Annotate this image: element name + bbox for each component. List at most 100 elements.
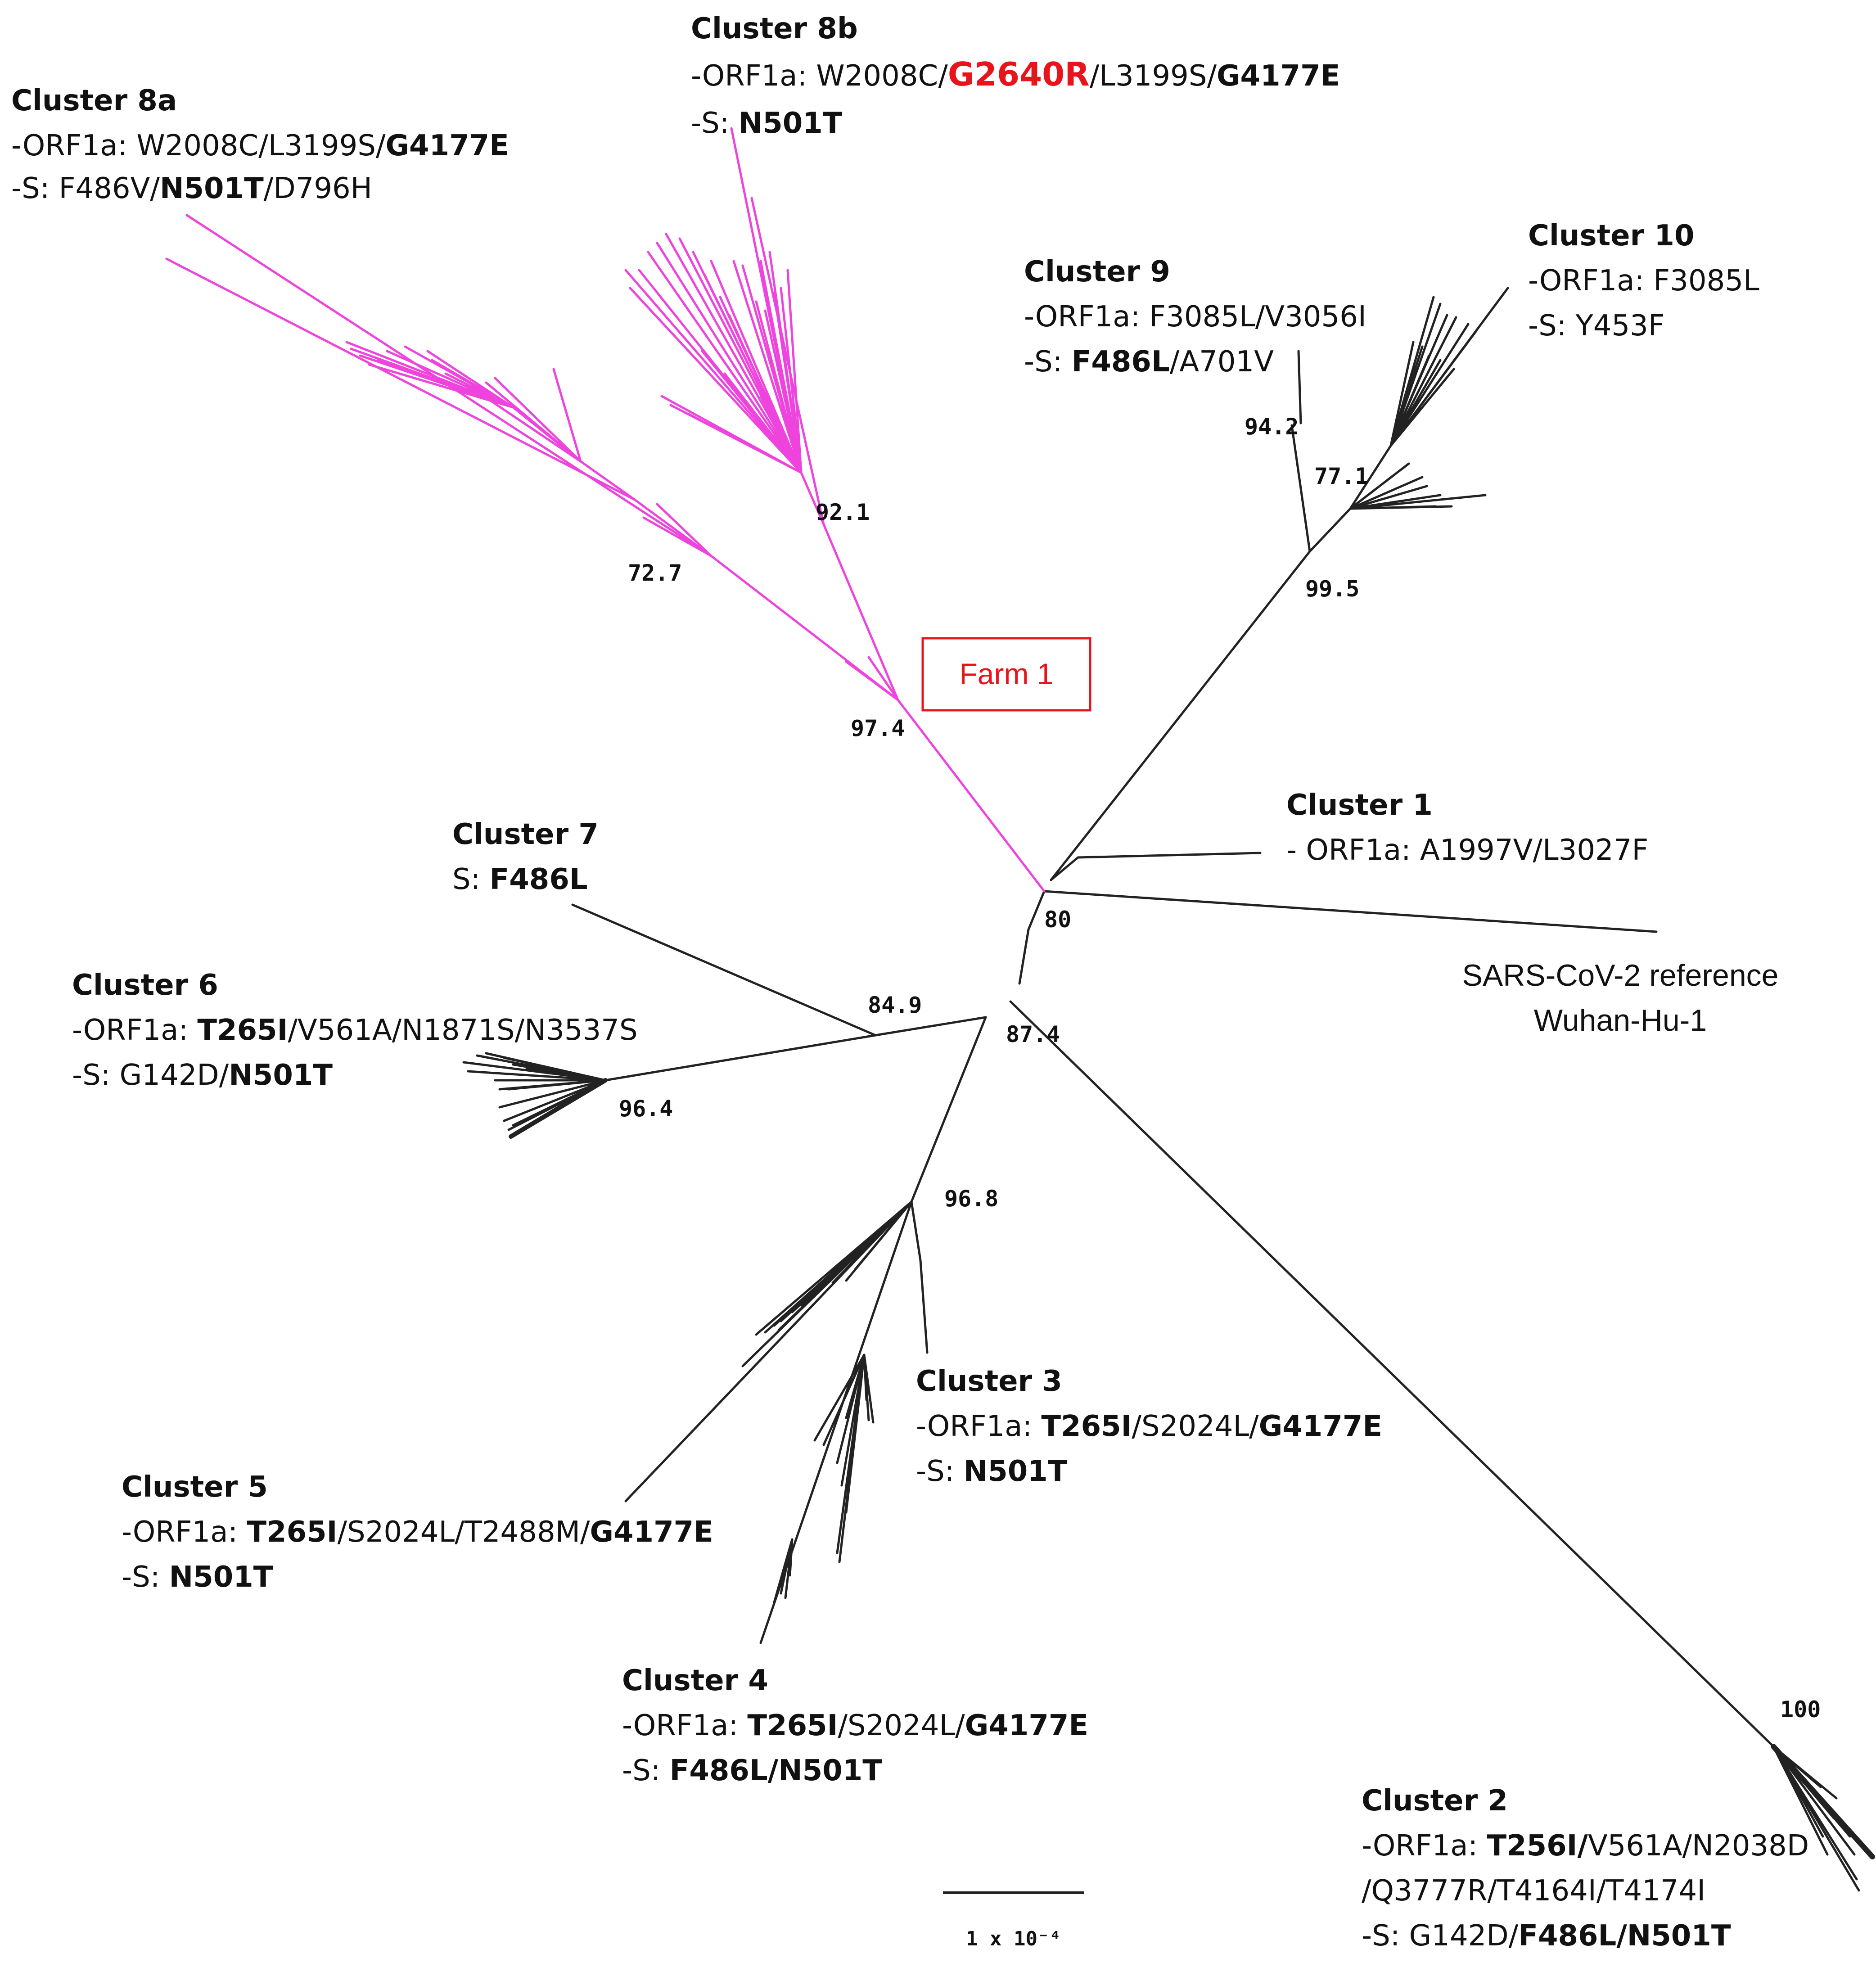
- scale-label: 1 x 10⁻⁴: [966, 1927, 1061, 1950]
- svg-text:-ORF1a: T265I/V561A/N1871S/N35: -ORF1a: T265I/V561A/N1871S/N3537S: [72, 1014, 638, 1047]
- cluster10-fan: [1349, 296, 1487, 510]
- cluster-6-label: Cluster 6 -ORF1a: T265I/V561A/N1871S/N35…: [72, 969, 638, 1092]
- cluster-title: Cluster 1: [1286, 789, 1433, 822]
- cluster-1-label: Cluster 1 - ORF1a: A1997V/L3027F: [1286, 789, 1648, 867]
- farm1-label: Farm 1: [959, 657, 1053, 690]
- bootstrap-value: 87.4: [1006, 1021, 1060, 1047]
- branch-849-cluster6: [604, 1034, 877, 1082]
- svg-text:Wuhan-Hu-1: Wuhan-Hu-1: [1534, 1003, 1707, 1038]
- cluster-title: Cluster 5: [122, 1471, 268, 1504]
- cluster4-fan: [813, 1353, 875, 1563]
- svg-text:Cluster 3: Cluster 3: [916, 1365, 1062, 1398]
- svg-text:Cluster 9: Cluster 9: [1024, 255, 1170, 289]
- cluster-2-label: Cluster 2 -ORF1a: T256I/V561A/N2038D /Q3…: [1362, 1784, 1809, 1953]
- svg-text:Cluster 10: Cluster 10: [1528, 219, 1694, 253]
- svg-text:Cluster 4: Cluster 4: [622, 1664, 768, 1697]
- cluster-3-label: Cluster 3 -ORF1a: T265I/S2024L/G4177E -S…: [916, 1365, 1382, 1488]
- branch-root-reference: [1043, 890, 1658, 933]
- svg-text:Cluster 2: Cluster 2: [1362, 1784, 1508, 1818]
- black-branches: [462, 287, 1875, 1892]
- branch-849-cluster7: [571, 903, 877, 1037]
- svg-text:Cluster 1: Cluster 1: [1286, 789, 1433, 822]
- branch-995-771: [1308, 507, 1352, 553]
- svg-text:-ORF1a: W2008C/G2640R/L3199S/G: -ORF1a: W2008C/G2640R/L3199S/G4177E: [691, 55, 1340, 93]
- svg-text:Cluster 8b: Cluster 8b: [691, 12, 858, 45]
- scale-bar: 1 x 10⁻⁴: [943, 1891, 1084, 1950]
- cluster8b-long: [730, 127, 825, 526]
- svg-text:SARS-CoV-2 reference: SARS-CoV-2 reference: [1462, 958, 1779, 993]
- cluster4-lower-fan: [773, 1538, 794, 1604]
- cluster8a-fan: [345, 341, 899, 701]
- bootstrap-value: 77.1: [1314, 463, 1368, 489]
- cluster-title: Cluster 8b: [691, 12, 858, 45]
- svg-text:Cluster 8a: Cluster 8a: [11, 84, 177, 117]
- svg-text:S: F486L: S: F486L: [452, 863, 588, 896]
- bootstrap-value: 96.8: [944, 1186, 998, 1212]
- branch-root-cluster1: [1050, 852, 1262, 881]
- cluster-7-label: Cluster 7 S: F486L: [452, 818, 599, 896]
- svg-text:/Q3777R/T4164I/T4174I: /Q3777R/T4164I/T4174I: [1362, 1874, 1705, 1908]
- cluster8b-fan: [624, 233, 803, 474]
- svg-text:- ORF1a: A1997V/L3027F: - ORF1a: A1997V/L3027F: [1286, 834, 1648, 867]
- svg-text:-S: N501T: -S: N501T: [122, 1561, 273, 1594]
- svg-text:-S: Y453F: -S: Y453F: [1528, 309, 1665, 343]
- cluster-8b-label: Cluster 8b -ORF1a: W2008C/G2640R/L3199S/…: [691, 12, 1340, 140]
- bootstrap-values: 92.1 72.7 97.4 94.2 77.1 99.5 80 84.9 87…: [619, 414, 1821, 1723]
- farm1-branches: [165, 127, 1046, 893]
- svg-text:-ORF1a: T256I/V561A/N2038D: -ORF1a: T256I/V561A/N2038D: [1362, 1829, 1809, 1863]
- svg-text:-ORF1a: T265I/S2024L/G4177E: -ORF1a: T265I/S2024L/G4177E: [622, 1709, 1088, 1742]
- branch-root-995: [1050, 550, 1311, 881]
- cluster-title: Cluster 8a: [11, 84, 177, 117]
- cluster2-fan: [1772, 1745, 1860, 1892]
- svg-text:Cluster 7: Cluster 7: [452, 818, 599, 851]
- cluster-title: Cluster 9: [1024, 255, 1170, 289]
- branch-942: [1297, 350, 1302, 424]
- svg-text:Cluster 5: Cluster 5: [122, 1471, 268, 1504]
- cluster-8a-label: Cluster 8a -ORF1a: W2008C/L3199S/G4177E …: [11, 84, 509, 205]
- svg-text:-ORF1a: T265I/S2024L/G4177E: -ORF1a: T265I/S2024L/G4177E: [916, 1410, 1382, 1443]
- bootstrap-value: 97.4: [851, 715, 905, 741]
- cluster2-thick: [1771, 1744, 1875, 1859]
- cluster6-fan: [462, 1052, 607, 1131]
- branch-root-80: [1018, 890, 1046, 985]
- svg-text:-S: G142D/N501T: -S: G142D/N501T: [72, 1059, 333, 1092]
- svg-text:-S: F486L/N501T: -S: F486L/N501T: [622, 1754, 882, 1787]
- svg-text:-S: F486L/A701V: -S: F486L/A701V: [1024, 345, 1274, 379]
- cluster-labels: Cluster 8a -ORF1a: W2008C/L3199S/G4177E …: [11, 12, 1809, 1953]
- cluster-title: Cluster 10: [1528, 219, 1694, 253]
- svg-text:-ORF1a: F3085L: -ORF1a: F3085L: [1528, 264, 1759, 298]
- cluster-10-label: Cluster 10 -ORF1a: F3085L -S: Y453F: [1528, 219, 1759, 343]
- bootstrap-value: 80: [1044, 907, 1071, 933]
- bootstrap-value: 99.5: [1305, 576, 1359, 602]
- cluster-title: Cluster 3: [916, 1365, 1062, 1398]
- cluster5-fan: [741, 1200, 913, 1367]
- farm1-box: Farm 1: [921, 637, 1091, 712]
- bootstrap-value: 100: [1780, 1696, 1821, 1723]
- cluster3-branch: [910, 1200, 929, 1354]
- bootstrap-value: 72.7: [628, 560, 682, 586]
- branch-995-cluster9: [1290, 424, 1311, 553]
- svg-text:-ORF1a: F3085L/V3056I: -ORF1a: F3085L/V3056I: [1024, 300, 1366, 334]
- cluster-title: Cluster 2: [1362, 1784, 1508, 1818]
- reference-label: SARS-CoV-2 reference Wuhan-Hu-1: [1462, 958, 1779, 1038]
- branch-87-cluster2: [1009, 1000, 1775, 1748]
- svg-text:-S: G142D/F486L/N501T: -S: G142D/F486L/N501T: [1362, 1919, 1731, 1953]
- svg-text:-S: F486V/N501T/D796H: -S: F486V/N501T/D796H: [11, 172, 372, 205]
- cluster-title: Cluster 4: [622, 1664, 768, 1697]
- cluster-5-label: Cluster 5 -ORF1a: T265I/S2024L/T2488M/G4…: [122, 1471, 713, 1594]
- branch-87-849: [874, 1016, 987, 1037]
- svg-text:Cluster 6: Cluster 6: [72, 969, 218, 1002]
- svg-text:-S: N501T: -S: N501T: [916, 1455, 1068, 1488]
- cluster6-thick: [509, 1078, 608, 1139]
- bootstrap-value: 84.9: [868, 992, 922, 1018]
- svg-text:-ORF1a: T265I/S2024L/T2488M/G4: -ORF1a: T265I/S2024L/T2488M/G4177E: [122, 1516, 713, 1549]
- cluster-4-label: Cluster 4 -ORF1a: T265I/S2024L/G4177E -S…: [622, 1664, 1088, 1787]
- bootstrap-value: 94.2: [1245, 414, 1299, 440]
- bootstrap-value: 92.1: [816, 499, 870, 525]
- cluster-title: Cluster 7: [452, 818, 599, 851]
- cluster-title: Cluster 6: [72, 969, 218, 1002]
- farm1-trunk: [897, 699, 1046, 893]
- svg-text:-S: N501T: -S: N501T: [691, 107, 843, 140]
- svg-text:-ORF1a: W2008C/L3199S/G4177E: -ORF1a: W2008C/L3199S/G4177E: [11, 129, 509, 162]
